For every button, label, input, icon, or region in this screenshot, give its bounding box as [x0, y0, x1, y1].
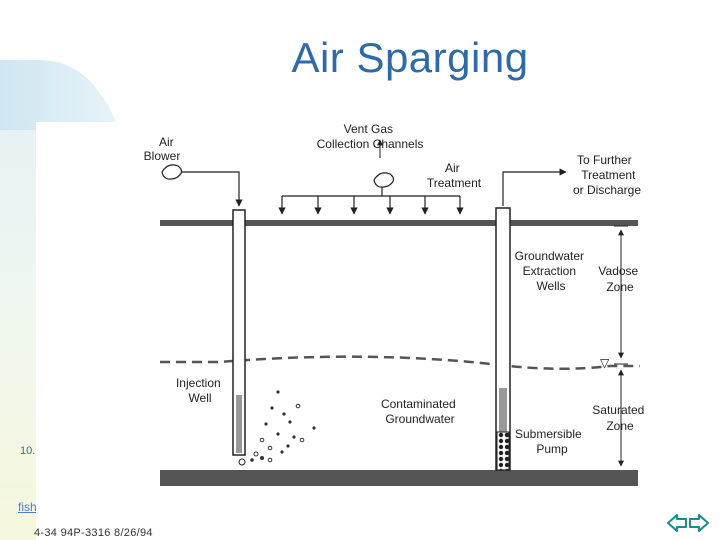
arrow-right-icon[interactable] — [689, 514, 709, 532]
saturated-zone-label: Saturated Zone — [592, 403, 647, 433]
air-treatment-fan-icon — [373, 172, 395, 188]
injection-well-label: Injection Well — [176, 376, 224, 405]
extraction-wells-label: Groundwater Extraction Wells — [515, 249, 588, 293]
slide-date: 10. — [20, 445, 36, 457]
arrow-left-icon[interactable] — [667, 514, 687, 532]
injection-well — [232, 209, 246, 466]
footer-link[interactable]: fish — [18, 500, 37, 514]
contaminated-groundwater-label: Contaminated Groundwater — [381, 397, 459, 426]
further-treatment-label: To Further Treatment or Discharge — [573, 153, 641, 197]
aquifer-base — [160, 470, 638, 486]
air-blower-label: Air Blower — [144, 135, 181, 163]
water-table-marker: ▽ — [600, 356, 610, 370]
contaminant-bubbles — [250, 390, 316, 463]
air-blower-icon — [161, 164, 183, 180]
submersible-pump-label: Submersible Pump — [515, 427, 585, 456]
air-treatment-label: Air Treatment — [427, 161, 482, 190]
ground-surface — [160, 220, 638, 226]
figure-footnote: 4-34 94P-3316 8/26/94 — [34, 527, 153, 539]
extraction-well — [495, 207, 511, 471]
vent-gas-label: Vent Gas Collection Channels — [317, 122, 424, 151]
vadose-zone-label: Vadose Zone — [598, 264, 641, 294]
slide-navigation — [666, 512, 710, 534]
further-treatment-line — [502, 168, 567, 206]
air-blower-line — [178, 171, 243, 207]
slide-title: Air Sparging — [291, 34, 529, 81]
zone-dimension-lines — [614, 225, 628, 467]
water-table-line — [160, 355, 640, 371]
